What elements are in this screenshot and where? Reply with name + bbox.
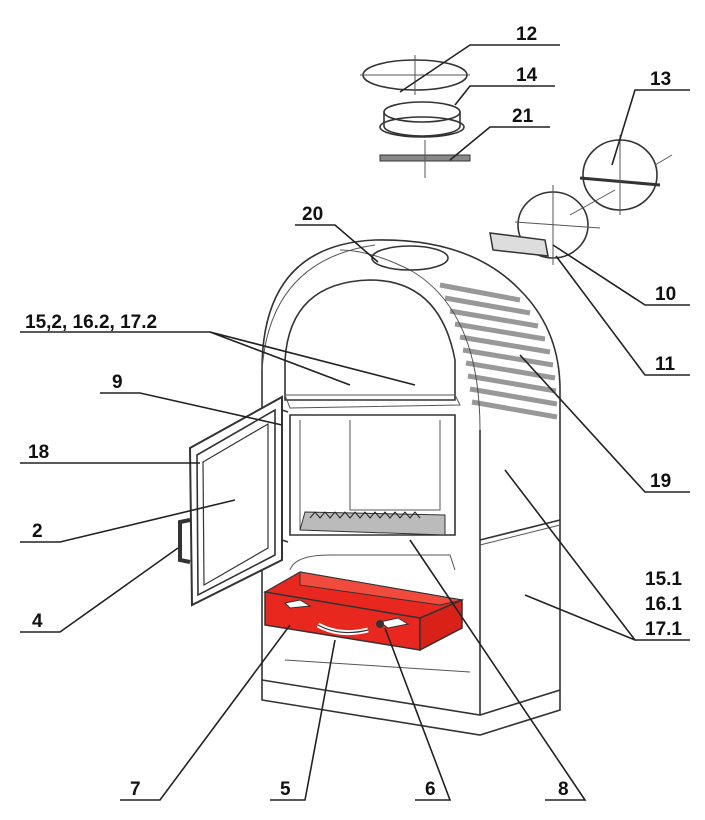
label-10: 10 (655, 284, 676, 305)
part-8-grate (299, 511, 446, 536)
label-13: 13 (650, 69, 671, 90)
part-5-drawer-handle (316, 622, 369, 636)
label-14: 14 (516, 65, 538, 86)
stove-body (261, 239, 561, 736)
label-20: 20 (302, 204, 323, 225)
label-11: 11 (655, 354, 676, 375)
part-14-flue-ring (379, 101, 465, 138)
part-18-door (188, 395, 289, 607)
label-16-1: 16.1 (645, 594, 682, 615)
part-11-bracket (489, 232, 549, 257)
label-7: 7 (130, 779, 141, 800)
label-5: 5 (280, 779, 291, 800)
label-9: 9 (112, 372, 123, 393)
label-15-1: 15.1 (645, 569, 682, 590)
part-4-door-handle (178, 518, 191, 564)
label-4: 4 (32, 611, 43, 632)
part-12-cover-plate (360, 55, 470, 95)
part-7-ash-drawer (263, 571, 465, 652)
label-8: 8 (558, 779, 569, 800)
label-12: 12 (516, 24, 537, 45)
part-6-drawer-knob (376, 620, 384, 628)
part-10-disc (514, 185, 616, 265)
leader-lines (20, 44, 690, 801)
label-18: 18 (28, 442, 49, 463)
label-15-2-16-2-17-2: 15,2, 16.2, 17.2 (25, 312, 157, 333)
part-21-bar (379, 140, 471, 178)
label-21: 21 (512, 106, 534, 127)
label-17-1: 17.1 (645, 619, 682, 640)
label-19: 19 (650, 471, 671, 492)
label-2: 2 (32, 521, 43, 542)
part-13-disc (579, 135, 673, 215)
part-19-ribs (439, 282, 558, 420)
label-6: 6 (425, 779, 436, 800)
